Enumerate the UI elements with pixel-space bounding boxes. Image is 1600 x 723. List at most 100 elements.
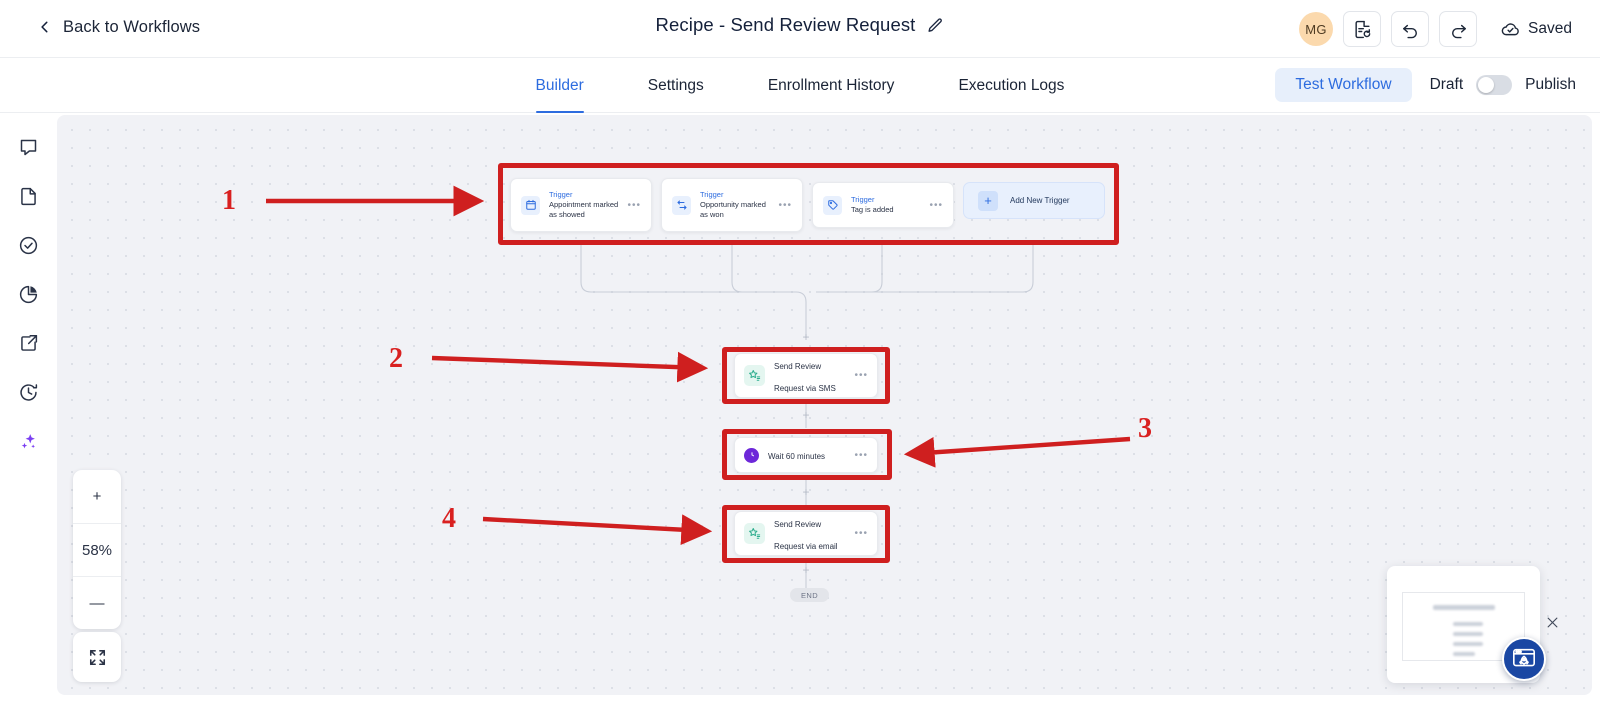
- trigger-node-tag-is-added[interactable]: Trigger Tag is added •••: [812, 182, 954, 228]
- page-title: Recipe - Send Review Request: [655, 14, 916, 35]
- pencil-icon[interactable]: [927, 17, 944, 34]
- zoom-level-label: 58%: [81, 541, 113, 559]
- add-new-trigger-label: Add New Trigger: [1010, 196, 1070, 205]
- draft-publish-toggle-group: Draft Publish: [1430, 75, 1576, 95]
- fit-screen-icon: [89, 649, 105, 665]
- action-node-text: Send Review Request via SMS: [774, 354, 845, 396]
- tab-builder[interactable]: Builder: [504, 58, 616, 113]
- trigger-kicker: Trigger: [851, 195, 875, 205]
- review-star-icon: [744, 523, 765, 544]
- tab-settings-label: Settings: [647, 76, 704, 94]
- undo-button[interactable]: [1391, 11, 1430, 47]
- rail-item-notes[interactable]: [9, 172, 49, 221]
- fit-to-screen-button[interactable]: [73, 632, 121, 682]
- rail-item-stats[interactable]: [9, 270, 49, 319]
- action-label: Send Review Request via email: [774, 520, 838, 551]
- header-actions: MG: [1299, 11, 1572, 47]
- rocket-launch-icon: [1513, 648, 1535, 667]
- save-status: Saved: [1501, 20, 1572, 39]
- zoom-controls: + 58% —: [73, 470, 121, 629]
- trigger-node-text: Trigger Opportunity marked as won: [700, 190, 769, 220]
- publish-toggle[interactable]: [1476, 75, 1513, 95]
- add-step-handle-2[interactable]: +: [802, 408, 810, 422]
- trigger-node-text: Trigger Tag is added: [851, 195, 920, 215]
- trigger-node-opportunity-marked-as-won[interactable]: Trigger Opportunity marked as won •••: [661, 178, 803, 232]
- action-node-text: Send Review Request via email: [774, 512, 845, 554]
- rail-item-history[interactable]: [9, 368, 49, 417]
- trigger-menu-button[interactable]: •••: [627, 199, 641, 211]
- trigger-label: Tag is added: [851, 205, 894, 214]
- notes-icon: [21, 187, 36, 206]
- rail-item-comments[interactable]: [9, 123, 49, 172]
- external-link-icon: [21, 335, 38, 351]
- action-menu-button[interactable]: •••: [854, 370, 868, 381]
- action-node-wait-60-minutes[interactable]: Wait 60 minutes •••: [734, 437, 878, 473]
- connector-trigger-1: [580, 240, 807, 338]
- cloud-check-icon: [1501, 22, 1519, 35]
- action-node-send-review-request-sms[interactable]: Send Review Request via SMS •••: [734, 353, 878, 398]
- action-menu-button[interactable]: •••: [854, 528, 868, 539]
- ai-sparkle-icon: [21, 434, 35, 449]
- top-header-bar: Back to Workflows Recipe - Send Review R…: [0, 0, 1600, 58]
- avatar[interactable]: MG: [1299, 12, 1334, 46]
- zoom-level-display[interactable]: 58%: [73, 523, 121, 576]
- calendar-icon: [521, 195, 540, 215]
- end-node: END: [790, 588, 830, 602]
- connector-trigger-4: [816, 240, 1034, 293]
- help-preview-line-placeholder: [1453, 622, 1483, 626]
- tab-enrollment-history-label: Enrollment History: [767, 76, 895, 94]
- tab-enrollment-history[interactable]: Enrollment History: [736, 58, 927, 113]
- action-node-send-review-request-email[interactable]: Send Review Request via email •••: [734, 511, 878, 556]
- trigger-node-appointment-marked-as-showed[interactable]: Trigger Appointment marked as showed •••: [510, 178, 652, 232]
- pie-chart-icon: [19, 285, 38, 304]
- trigger-node-text: Trigger Appointment marked as showed: [549, 190, 618, 220]
- plus-icon: +: [978, 190, 998, 211]
- undo-icon: [1402, 24, 1417, 38]
- workflow-title-group: Recipe - Send Review Request: [0, 14, 1600, 36]
- tab-settings[interactable]: Settings: [616, 58, 736, 113]
- help-preview-line-placeholder: [1453, 642, 1483, 646]
- tab-execution-logs[interactable]: Execution Logs: [926, 58, 1096, 113]
- trigger-kicker: Trigger: [549, 190, 573, 200]
- zoom-out-label: —: [89, 594, 105, 612]
- close-icon: [1547, 617, 1558, 628]
- review-star-icon: [744, 365, 765, 386]
- help-widget-close-button[interactable]: [1543, 613, 1562, 632]
- trigger-label: Opportunity marked as won: [700, 200, 766, 219]
- tag-icon: [823, 195, 842, 215]
- avatar-initials: MG: [1305, 21, 1327, 37]
- rail-item-ai-assistant[interactable]: [9, 417, 49, 466]
- add-step-handle-1[interactable]: +: [802, 330, 810, 344]
- save-status-label: Saved: [1528, 20, 1572, 37]
- redo-button[interactable]: [1439, 11, 1478, 47]
- workflow-history-button[interactable]: [1343, 11, 1382, 47]
- left-tool-rail: [0, 113, 57, 723]
- redo-icon: [1451, 24, 1466, 38]
- action-menu-button[interactable]: •••: [854, 449, 868, 461]
- tab-execution-logs-label: Execution Logs: [958, 76, 1065, 94]
- history-clock-icon: [20, 384, 38, 401]
- trigger-menu-button[interactable]: •••: [929, 199, 943, 211]
- tab-bar: Builder Settings Enrollment History Exec…: [0, 58, 1600, 113]
- add-new-trigger-button[interactable]: + Add New Trigger: [963, 182, 1105, 219]
- test-workflow-button[interactable]: Test Workflow: [1275, 68, 1412, 102]
- end-node-label: END: [801, 590, 819, 600]
- trigger-kicker: Trigger: [700, 190, 724, 200]
- trigger-menu-button[interactable]: •••: [778, 199, 792, 211]
- rail-item-open-external[interactable]: [9, 319, 49, 368]
- zoom-out-button[interactable]: —: [73, 576, 121, 629]
- publish-label: Publish: [1525, 76, 1576, 93]
- back-to-workflows-button[interactable]: Back to Workflows: [38, 16, 200, 38]
- comments-icon: [20, 139, 37, 156]
- action-label: Wait 60 minutes: [768, 452, 826, 462]
- tab-list: Builder Settings Enrollment History Exec…: [0, 58, 1600, 113]
- transfer-icon: [672, 195, 691, 215]
- add-step-handle-4[interactable]: +: [802, 563, 810, 577]
- help-launcher-button[interactable]: [1502, 637, 1546, 681]
- rail-item-tasks[interactable]: [9, 221, 49, 270]
- add-step-handle-3[interactable]: +: [802, 485, 810, 499]
- zoom-in-button[interactable]: +: [73, 470, 121, 523]
- clock-icon: [744, 447, 759, 463]
